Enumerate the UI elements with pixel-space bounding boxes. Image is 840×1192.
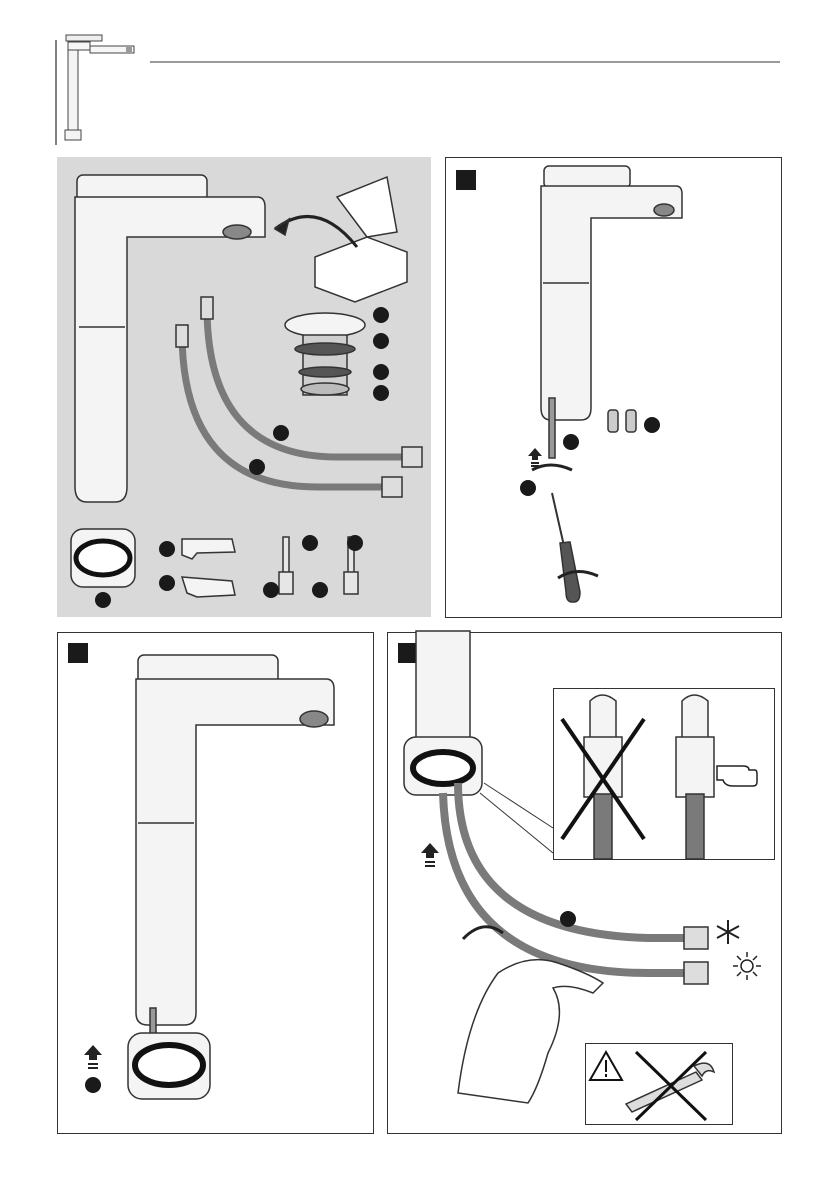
part-marker xyxy=(373,364,389,380)
step-1-panel xyxy=(445,157,782,618)
faucet-body xyxy=(75,175,265,502)
hand-illustration xyxy=(458,960,603,1103)
threaded-rod xyxy=(549,398,555,458)
part-marker xyxy=(520,480,536,496)
faucet-base xyxy=(404,631,482,795)
part-marker xyxy=(249,459,265,475)
part-marker xyxy=(644,417,660,433)
push-up-arrow-icon xyxy=(421,843,439,869)
incorrect-connection xyxy=(562,695,644,859)
faucet-body xyxy=(136,655,334,1025)
product-thumbnail-icon xyxy=(50,30,150,145)
spare-caps xyxy=(608,410,636,432)
pop-up-waste xyxy=(285,313,365,395)
part-marker xyxy=(347,535,363,551)
sealing-ring xyxy=(128,1033,210,1099)
screwdriver xyxy=(552,493,598,602)
warning-triangle-icon xyxy=(590,1052,622,1080)
packaging-box xyxy=(275,177,407,302)
correct-connection xyxy=(676,695,714,859)
part-marker xyxy=(563,434,579,450)
part-marker xyxy=(159,575,175,591)
part-marker xyxy=(159,541,175,557)
part-marker xyxy=(560,911,576,927)
part-marker xyxy=(312,582,328,598)
part-marker xyxy=(263,582,279,598)
sealing-ring xyxy=(71,529,135,587)
sun-icon xyxy=(732,951,762,981)
crossed-out-wrench-icon xyxy=(626,1052,714,1120)
no-wrench-warning xyxy=(585,1043,733,1125)
part-marker xyxy=(273,425,289,441)
parts-overview-panel xyxy=(57,157,431,617)
snowflake-icon xyxy=(715,919,741,945)
part-marker xyxy=(302,535,318,551)
fixing-plates xyxy=(182,539,235,597)
part-marker xyxy=(85,1077,101,1093)
part-marker xyxy=(373,385,389,401)
pointing-hand-icon xyxy=(715,758,759,788)
part-marker xyxy=(373,307,389,323)
part-marker xyxy=(373,333,389,349)
push-up-arrow-icon xyxy=(528,448,542,468)
faucet-body xyxy=(541,166,682,420)
step-2-panel xyxy=(57,632,374,1134)
push-up-arrow-icon xyxy=(84,1045,102,1071)
step-3-panel xyxy=(387,632,782,1134)
header-rule xyxy=(150,61,780,63)
part-marker xyxy=(95,592,111,608)
